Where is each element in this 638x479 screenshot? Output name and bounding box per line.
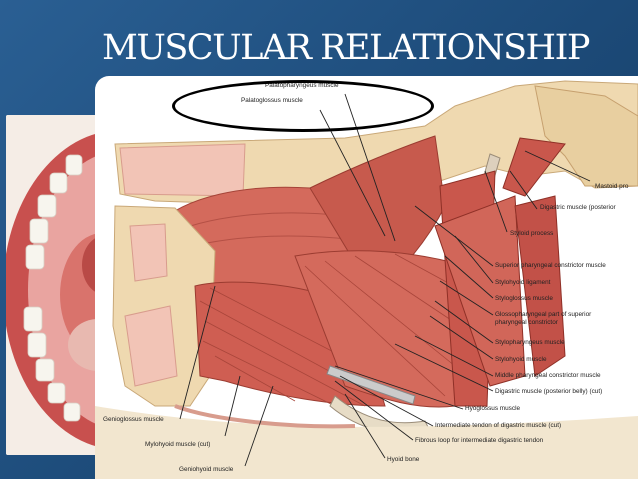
anatomy-figure: Palatopharyngeus muscle Palatoglossus mu… <box>95 76 638 479</box>
label-stylohyoid-ligament: Stylohyoid ligament <box>495 279 551 286</box>
label-hyoid: Hyoid bone <box>387 456 420 463</box>
label-styloid: Styloid process <box>510 230 554 237</box>
label-digastric-posterior-belly: Digastric muscle (posterior belly) (cut) <box>495 388 603 395</box>
label-mastoid: Mastoid pro <box>595 183 629 190</box>
label-glossopharyngeal-2: pharyngeal constrictor <box>495 319 558 326</box>
label-fibrous-loop: Fibrous loop for intermediate digastric … <box>415 437 544 444</box>
label-digastric-posterior: Digastric muscle (posterior <box>540 204 616 211</box>
label-genioglossus: Genioglossus muscle <box>103 416 164 423</box>
label-sup-constrictor: Superior pharyngeal constrictor muscle <box>495 262 606 269</box>
label-stylopharyngeus: Stylopharyngeus muscle <box>495 339 565 346</box>
highlight-ellipse <box>172 80 434 132</box>
label-styloglossus: Styloglossus muscle <box>495 295 553 302</box>
label-geniohyoid: Geniohyoid muscle <box>179 466 234 473</box>
label-mid-constrictor: Middle pharyngeal constrictor muscle <box>495 372 601 379</box>
label-mylohyoid: Mylohyoid muscle (cut) <box>145 441 211 448</box>
slide-title: MUSCULAR RELATIONSHIP <box>102 28 590 68</box>
label-hyoglossus: Hyoglossus muscle <box>465 405 521 412</box>
label-intermediate-tendon: Intermediate tendon of digastric muscle … <box>435 422 562 429</box>
label-stylohyoid: Stylohyoid muscle <box>495 356 547 363</box>
label-glossopharyngeal-1: Glossopharyngeal part of superior <box>495 311 592 318</box>
